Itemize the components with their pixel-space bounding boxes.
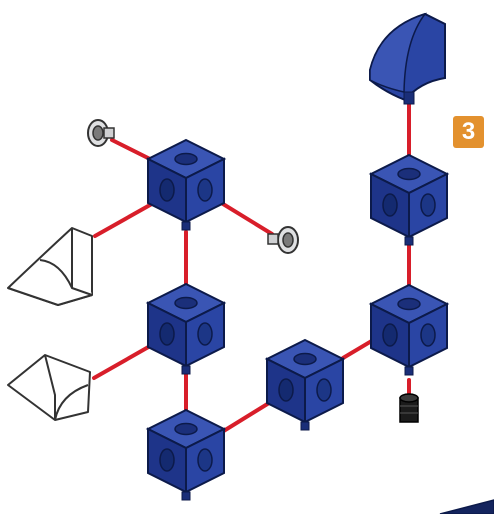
cube-middle-center — [147, 283, 225, 375]
wedge-upper — [7, 227, 93, 306]
connector-lines — [92, 100, 411, 434]
partial-piece-corner — [439, 499, 494, 515]
cube-bottom-center — [147, 409, 225, 501]
cube-top-center — [147, 139, 225, 231]
peg-right — [267, 226, 299, 254]
curved-cap-piece — [369, 12, 446, 105]
black-cap-piece — [399, 393, 419, 423]
cube-right-upper — [370, 154, 448, 246]
peg-top-left — [87, 119, 115, 147]
cube-right-lower — [370, 284, 448, 376]
wedge-lower — [7, 354, 91, 421]
cube-middle-right — [266, 339, 344, 431]
step-number-badge: 3 — [453, 116, 484, 148]
